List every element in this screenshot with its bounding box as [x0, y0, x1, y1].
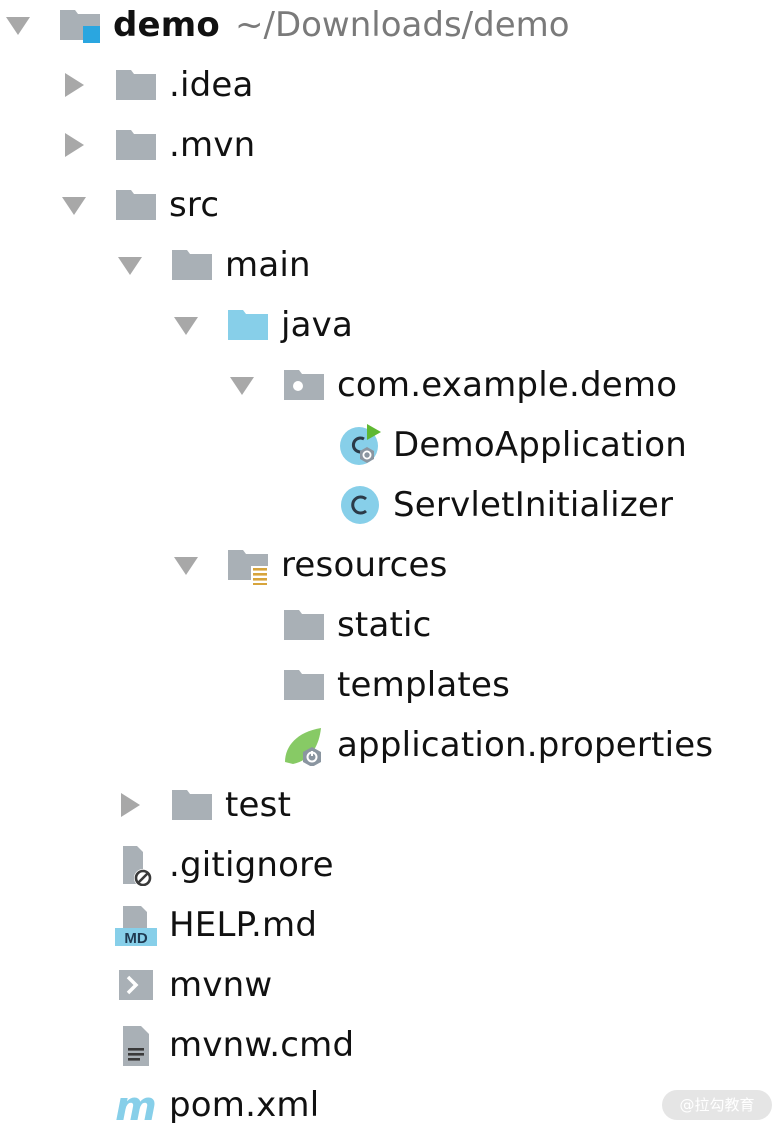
tree-node[interactable]: .idea	[0, 55, 782, 115]
folder-icon	[113, 184, 159, 226]
markdown-file-icon: MD	[113, 904, 159, 946]
tree-node[interactable]: src	[0, 175, 782, 235]
tree-node-label: resources	[281, 545, 448, 585]
spring-boot-class-icon	[337, 424, 383, 466]
tree-node-label: com.example.demo	[337, 365, 678, 405]
tree-node[interactable]: mvnw.cmd	[0, 1015, 782, 1075]
tree-node[interactable]: java	[0, 295, 782, 355]
folder-icon	[113, 64, 159, 106]
tree-root-demo[interactable]: demo ~/Downloads/demo	[0, 0, 782, 55]
tree-node[interactable]: resources	[0, 535, 782, 595]
resources-folder-icon	[225, 544, 271, 586]
tree-node[interactable]: application.properties	[0, 715, 782, 775]
source-folder-icon	[225, 304, 271, 346]
folder-icon	[113, 124, 159, 166]
expand-arrow-down-icon[interactable]	[60, 191, 88, 219]
tree-node-label: mvnw.cmd	[169, 1025, 355, 1065]
class-icon	[337, 484, 383, 526]
folder-icon	[169, 244, 215, 286]
tree-node-label: demo	[113, 5, 220, 45]
collapse-arrow-right-icon[interactable]	[116, 791, 144, 819]
tree-node-label: test	[225, 785, 292, 825]
tree-node[interactable]: .mvn	[0, 115, 782, 175]
tree-node[interactable]: MD HELP.md	[0, 895, 782, 955]
tree-node-label: application.properties	[337, 725, 714, 765]
shell-script-icon	[113, 964, 159, 1006]
tree-node-label: static	[337, 605, 432, 645]
tree-node-label: main	[225, 245, 311, 285]
tree-node[interactable]: DemoApplication	[0, 415, 782, 475]
folder-icon	[169, 784, 215, 826]
expand-arrow-down-icon[interactable]	[172, 311, 200, 339]
package-icon	[281, 364, 327, 406]
tree-node[interactable]: static	[0, 595, 782, 655]
tree-node[interactable]: m pom.xml	[0, 1075, 782, 1135]
maven-icon: m	[113, 1084, 159, 1126]
tree-node-label: DemoApplication	[393, 425, 687, 465]
tree-node-label: .gitignore	[169, 845, 334, 885]
collapse-arrow-right-icon[interactable]	[60, 71, 88, 99]
svg-text:m: m	[115, 1084, 157, 1126]
spring-properties-icon	[281, 724, 327, 766]
tree-node-label: mvnw	[169, 965, 273, 1005]
ignore-file-icon	[113, 844, 159, 886]
watermark: @拉勾教育	[662, 1090, 772, 1120]
tree-node-label: HELP.md	[169, 905, 318, 945]
tree-node-label: pom.xml	[169, 1085, 320, 1125]
tree-node-label: templates	[337, 665, 510, 705]
tree-node-label: .idea	[169, 65, 254, 105]
tree-node-label: src	[169, 185, 220, 225]
collapse-arrow-right-icon[interactable]	[60, 131, 88, 159]
expand-arrow-down-icon[interactable]	[172, 551, 200, 579]
tree-node[interactable]: com.example.demo	[0, 355, 782, 415]
tree-node[interactable]: main	[0, 235, 782, 295]
expand-arrow-down-icon[interactable]	[4, 11, 32, 39]
project-path: ~/Downloads/demo	[235, 5, 570, 45]
tree-node[interactable]: .gitignore	[0, 835, 782, 895]
folder-icon	[281, 604, 327, 646]
svg-text:MD: MD	[124, 930, 147, 946]
tree-node[interactable]: ServletInitializer	[0, 475, 782, 535]
folder-icon	[281, 664, 327, 706]
module-icon	[57, 4, 103, 46]
text-file-icon	[113, 1024, 159, 1066]
tree-node-label: .mvn	[169, 125, 256, 165]
expand-arrow-down-icon[interactable]	[116, 251, 144, 279]
tree-node-label: ServletInitializer	[393, 485, 674, 525]
tree-node[interactable]: mvnw	[0, 955, 782, 1015]
tree-node-label: java	[281, 305, 354, 345]
tree-node[interactable]: templates	[0, 655, 782, 715]
expand-arrow-down-icon[interactable]	[228, 371, 256, 399]
tree-node[interactable]: test	[0, 775, 782, 835]
